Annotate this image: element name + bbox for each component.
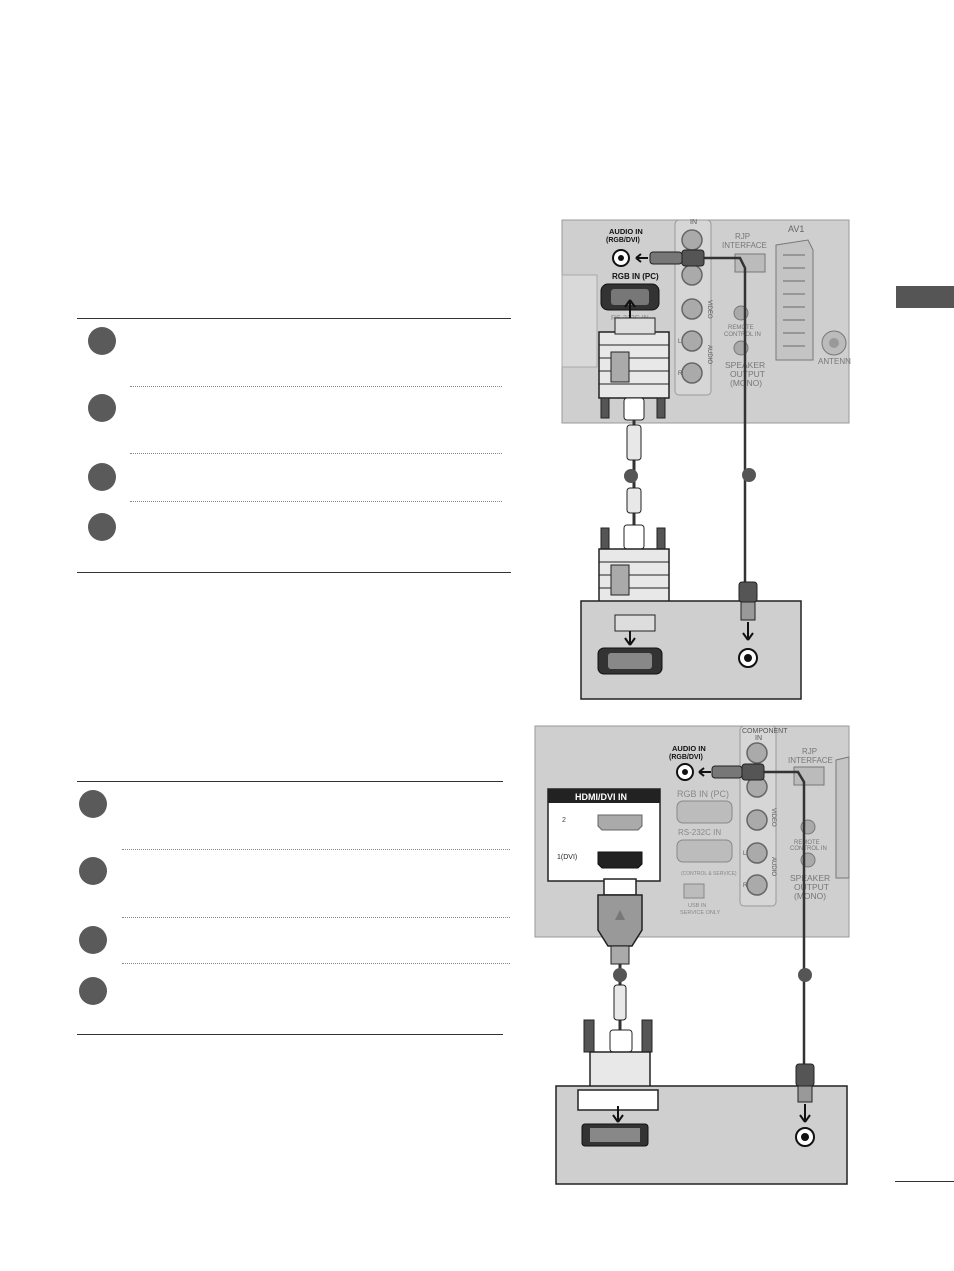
step-divider: [122, 963, 510, 964]
hdmi-plug-tip: [603, 878, 637, 896]
usb-port: [683, 883, 705, 899]
rjp-label: RJP: [735, 232, 750, 241]
speaker-sub-label: OUTPUT: [730, 369, 765, 379]
rjp-port: [793, 766, 825, 786]
step-2-marker: [88, 394, 116, 422]
component-label: COMPONENT: [742, 728, 788, 735]
l-label: L: [678, 339, 682, 345]
step-2-marker: [79, 857, 107, 885]
arrow-down-icon: [742, 622, 754, 641]
step-divider: [130, 501, 502, 502]
section2-bottom-rule: [77, 1034, 503, 1035]
step-3-marker: [88, 463, 116, 491]
control-label: (CONTROL & SERVICE): [681, 871, 737, 877]
hdmi-panel-edge: [561, 274, 598, 368]
speaker-sub-label: OUTPUT: [794, 882, 829, 892]
rgb-in-label: RGB IN (PC): [612, 272, 659, 281]
section1-top-rule: [77, 318, 511, 319]
rgb-port: [676, 800, 733, 824]
section1-bottom-rule: [77, 572, 511, 573]
step-4-marker: [88, 513, 116, 541]
hdmi-cable-badge: [613, 968, 627, 982]
rs232c-port: [676, 839, 733, 863]
step-divider: [130, 386, 502, 387]
r-label: R: [743, 883, 748, 889]
hdmi-plug-body: [597, 894, 643, 947]
rjp-sub-label: INTERFACE: [788, 756, 833, 765]
hdmi-2-port: [597, 814, 643, 831]
speaker-mono-label: (MONO): [794, 891, 826, 901]
step-4-marker: [79, 977, 107, 1005]
audio-in-label: AUDIO IN: [672, 744, 706, 753]
audio-in-sub-label: (RGB/DVI): [606, 237, 640, 244]
arrow-left-icon: [635, 253, 648, 263]
rgb-cable-badge: [624, 469, 638, 483]
rs232c-label: RS-232C IN: [678, 828, 721, 837]
arrow-left-icon: [698, 767, 711, 777]
rgb-connector-top: [598, 331, 670, 399]
audio-plug: [711, 765, 743, 779]
audio-cable-badge: [742, 468, 756, 482]
audio-in-sub-label: (RGB/DVI): [669, 754, 703, 761]
hdmi-title: HDMI/DVI IN: [575, 792, 627, 802]
arrow-down-icon: [612, 1106, 624, 1123]
section2-top-rule: [77, 781, 503, 782]
remote-sub-label: CONTROL IN: [790, 846, 827, 852]
antenna-label: ANTENN: [818, 357, 851, 366]
component-jacks: [746, 742, 768, 896]
component-sub-label: IN: [755, 735, 762, 742]
step-1-marker: [88, 327, 116, 355]
rjp-port: [734, 253, 766, 273]
scart-port: [775, 239, 814, 361]
remote-label: REMOTE: [794, 840, 820, 846]
step-divider: [122, 849, 510, 850]
step-3-marker: [79, 926, 107, 954]
arrow-up-icon: [615, 910, 625, 920]
arrow-up-icon: [624, 299, 636, 318]
hdmi-2-label: 2: [562, 817, 566, 824]
arrow-down-icon: [799, 1104, 811, 1123]
hdmi-1-label: 1(DVI): [557, 854, 577, 861]
hdmi-1-port: [597, 851, 643, 869]
step-divider: [122, 917, 510, 918]
usb-sub-label: SERVICE ONLY: [680, 910, 720, 916]
l-label: L: [743, 851, 747, 857]
av1-label: AV1: [788, 224, 804, 234]
audio-vert-label: AUDIO: [706, 345, 712, 364]
rgb-in-label: RGB IN (PC): [677, 789, 729, 799]
remote-sub-label: CONTROL IN: [724, 332, 761, 338]
video-vert-label: VIDEO: [770, 808, 776, 827]
audio-in-label: AUDIO IN: [609, 227, 643, 236]
in-top-label: IN: [690, 219, 697, 226]
step-divider: [130, 453, 502, 454]
scart-port-edge: [835, 756, 850, 879]
remote-label: REMOTE: [728, 325, 754, 331]
rjp-sub-label: INTERFACE: [722, 241, 767, 250]
page-number-rule: [895, 1181, 954, 1182]
audio-vert-label: AUDIO: [770, 857, 776, 876]
usb-label: USB IN: [688, 903, 706, 909]
step-1-marker: [79, 790, 107, 818]
chapter-tab: [896, 286, 954, 308]
rjp-label: RJP: [802, 747, 817, 756]
video-vert-label: VIDEO: [706, 300, 712, 319]
audio-cable-badge: [798, 968, 812, 982]
arrow-down-icon: [624, 631, 636, 646]
pc-audio-plug: [795, 1063, 815, 1087]
r-label: R: [678, 371, 683, 377]
speaker-label: SPEAKER: [790, 873, 830, 883]
